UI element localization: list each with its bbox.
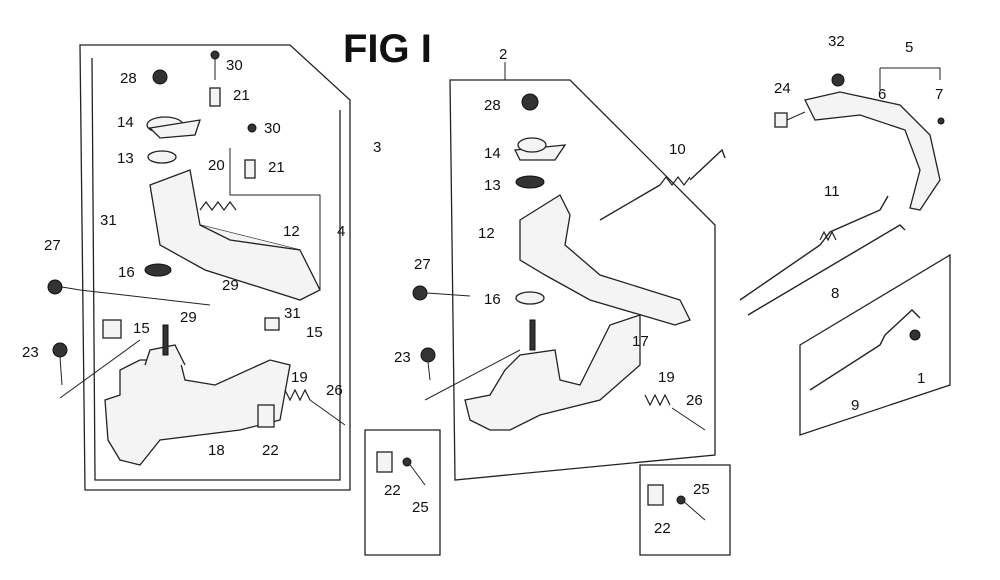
callout: 16 [484, 291, 501, 308]
callout: 26 [326, 382, 343, 399]
callout: 23 [22, 344, 39, 361]
callout: 29 [180, 309, 197, 326]
center-assembly [412, 62, 726, 481]
figure-title: FIG I [343, 27, 432, 71]
callout: 22 [654, 520, 671, 537]
center-callouts: 2 28 14 10 13 12 27 16 23 17 19 26 [394, 46, 703, 409]
callout: 2 [499, 46, 507, 63]
callout: 31 [100, 212, 117, 229]
callout: 31 [284, 305, 301, 322]
callout: 16 [118, 264, 135, 281]
callout: 15 [306, 324, 323, 341]
callout: 26 [686, 392, 703, 409]
callout: 3 [373, 139, 381, 156]
left-callouts: 28 30 21 14 30 13 20 21 31 27 16 12 4 3 … [22, 57, 381, 459]
right-parts [739, 67, 951, 436]
callout: 11 [824, 183, 840, 200]
callout: 8 [831, 285, 839, 302]
callout: 21 [268, 159, 285, 176]
callout: 18 [208, 442, 225, 459]
center-assembly-frame [449, 79, 716, 481]
callout: 28 [484, 97, 501, 114]
callout: 32 [828, 33, 845, 50]
callout: 10 [669, 141, 686, 158]
callout: 30 [264, 120, 281, 137]
left-assembly-frame [79, 44, 351, 491]
callout: 28 [120, 70, 137, 87]
callout: 14 [117, 114, 134, 131]
callout: 4 [337, 223, 345, 240]
callout: 24 [774, 80, 791, 97]
callout: 25 [693, 481, 710, 498]
callout: 19 [291, 369, 308, 386]
collar-bolt-box-center: 22 25 [364, 429, 441, 556]
left-assembly [47, 44, 351, 491]
right-callouts: 32 5 24 6 7 11 8 9 1 [774, 33, 943, 414]
callout: 22 [262, 442, 279, 459]
callout: 12 [478, 225, 495, 242]
callout: 6 [878, 86, 886, 103]
callout: 12 [283, 223, 300, 240]
callout: 1 [917, 370, 925, 387]
callout: 30 [226, 57, 243, 74]
callout: 7 [935, 86, 943, 103]
callout: 27 [44, 237, 61, 254]
base-plate-part [104, 359, 291, 466]
callout: 20 [208, 157, 225, 174]
callout: 17 [632, 333, 649, 350]
callout: 19 [658, 369, 675, 386]
callout: 15 [133, 320, 150, 337]
callout: 29 [222, 277, 239, 294]
callout: 13 [117, 150, 134, 167]
callout: 22 [384, 482, 401, 499]
collar-bolt-box-right: 22 25 [639, 464, 731, 556]
callout: 27 [414, 256, 431, 273]
callout: 13 [484, 177, 501, 194]
callout: 9 [851, 397, 859, 414]
callout: 14 [484, 145, 501, 162]
callout: 21 [233, 87, 250, 104]
callout: 25 [412, 499, 429, 516]
callout: 23 [394, 349, 411, 366]
control-lever-part [804, 91, 941, 211]
callout: 5 [905, 39, 913, 56]
